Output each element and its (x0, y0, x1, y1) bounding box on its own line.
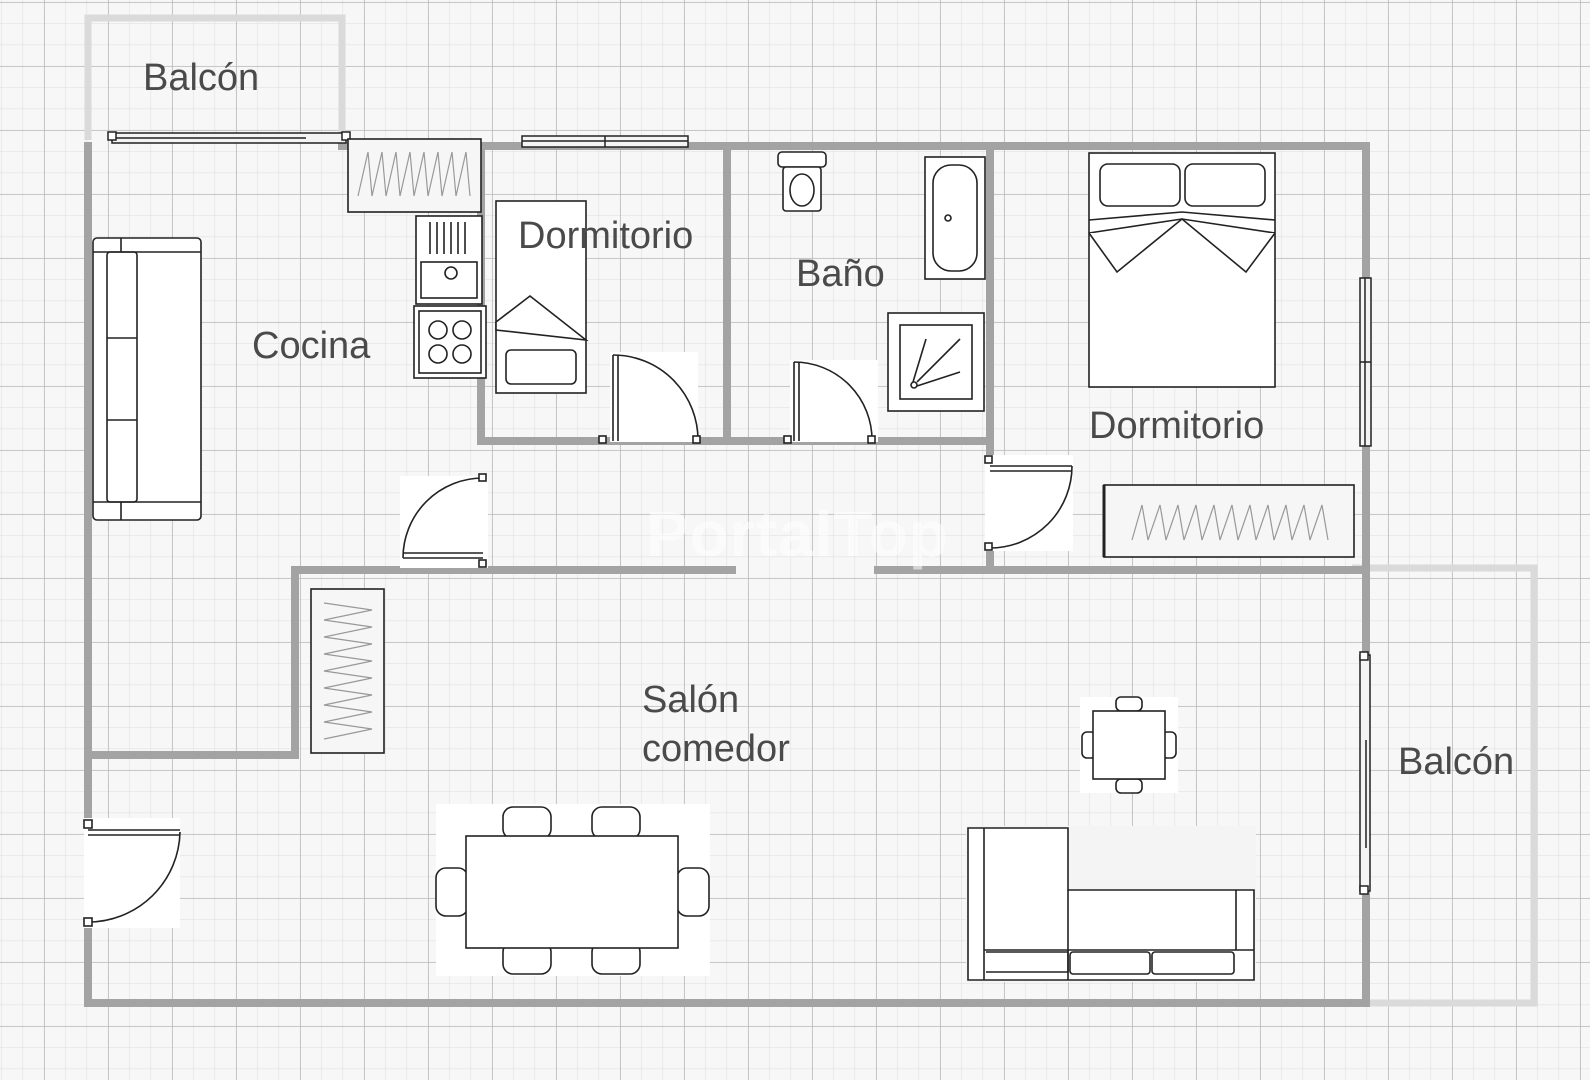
label-living-dining: Salón comedor (642, 679, 790, 770)
kitchen-sink (415, 215, 483, 305)
door-entrance (83, 818, 181, 928)
window-bedroom (521, 135, 689, 148)
wardrobe-living (310, 588, 385, 754)
window-balcony-right (1359, 651, 1371, 895)
single-bed (495, 200, 589, 394)
balcony-top-outline (84, 14, 346, 140)
bathtub (924, 156, 986, 280)
label-kitchen: Cocina (252, 325, 371, 367)
shower (887, 312, 985, 412)
door-master-bedroom (984, 455, 1073, 551)
label-balcony-top: Balcón (143, 57, 260, 99)
label-bedroom-master: Dormitorio (1089, 405, 1265, 447)
sofa-kitchen (92, 237, 202, 521)
kitchen-counter-top (347, 138, 482, 213)
walls (84, 142, 1370, 1007)
window-balcony-top (107, 131, 351, 144)
label-balcony-right: Balcón (1398, 741, 1515, 783)
kitchen-stove (413, 305, 487, 379)
door-bathroom (783, 360, 878, 444)
balcony-right-outline (1352, 564, 1538, 1007)
door-bedroom-small (598, 352, 701, 444)
double-bed (1088, 152, 1276, 388)
label-bedroom-small: Dormitorio (518, 215, 694, 257)
small-table (1080, 696, 1178, 794)
corner-sofa (966, 826, 1256, 982)
wardrobe-master (1102, 484, 1355, 558)
toilet (777, 151, 827, 212)
dining-table (435, 804, 710, 976)
watermark: PortalTop (646, 498, 949, 570)
door-kitchen (400, 473, 488, 568)
label-bathroom: Baño (796, 253, 885, 295)
window-master-bedroom (1359, 277, 1372, 447)
